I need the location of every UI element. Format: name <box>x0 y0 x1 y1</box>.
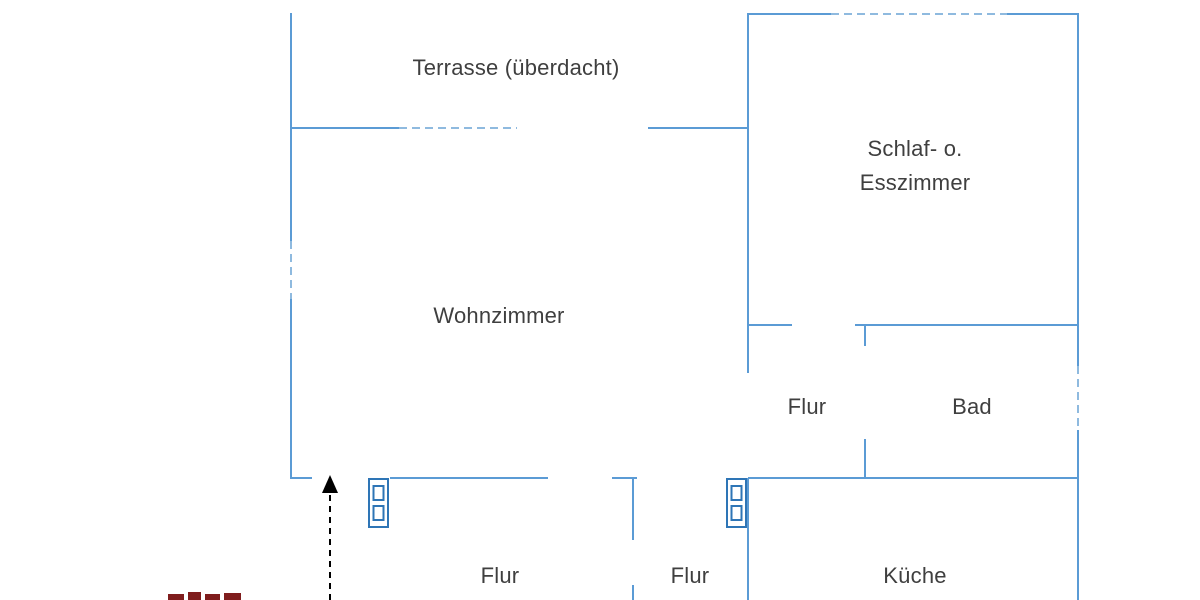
room-label-flur-lower-right: Flur <box>670 563 710 588</box>
room-label-terrasse: Terrasse (überdacht) <box>412 55 620 80</box>
entrance-arrow <box>322 475 338 600</box>
walls-dashed-windows <box>290 13 1079 430</box>
room-label-wohnzimmer: Wohnzimmer <box>433 303 565 328</box>
door-frame-symbol-left <box>368 478 389 528</box>
room-label-kueche: Küche <box>883 563 947 588</box>
room-label-schlaf-esszimmer-line1: Schlaf- o. <box>867 136 963 161</box>
room-label-schlaf-esszimmer-line2: Esszimmer <box>859 170 971 195</box>
room-label-flur-upper: Flur <box>787 394 827 419</box>
door-frame-symbol-center <box>726 478 747 528</box>
room-label-bad: Bad <box>952 394 992 419</box>
room-label-schlaf-esszimmer: Schlaf- o. Esszimmer <box>860 132 971 200</box>
walls-solid <box>290 13 1079 600</box>
cutoff-content-bottom-left <box>168 592 241 600</box>
room-label-flur-lower-left: Flur <box>480 563 520 588</box>
